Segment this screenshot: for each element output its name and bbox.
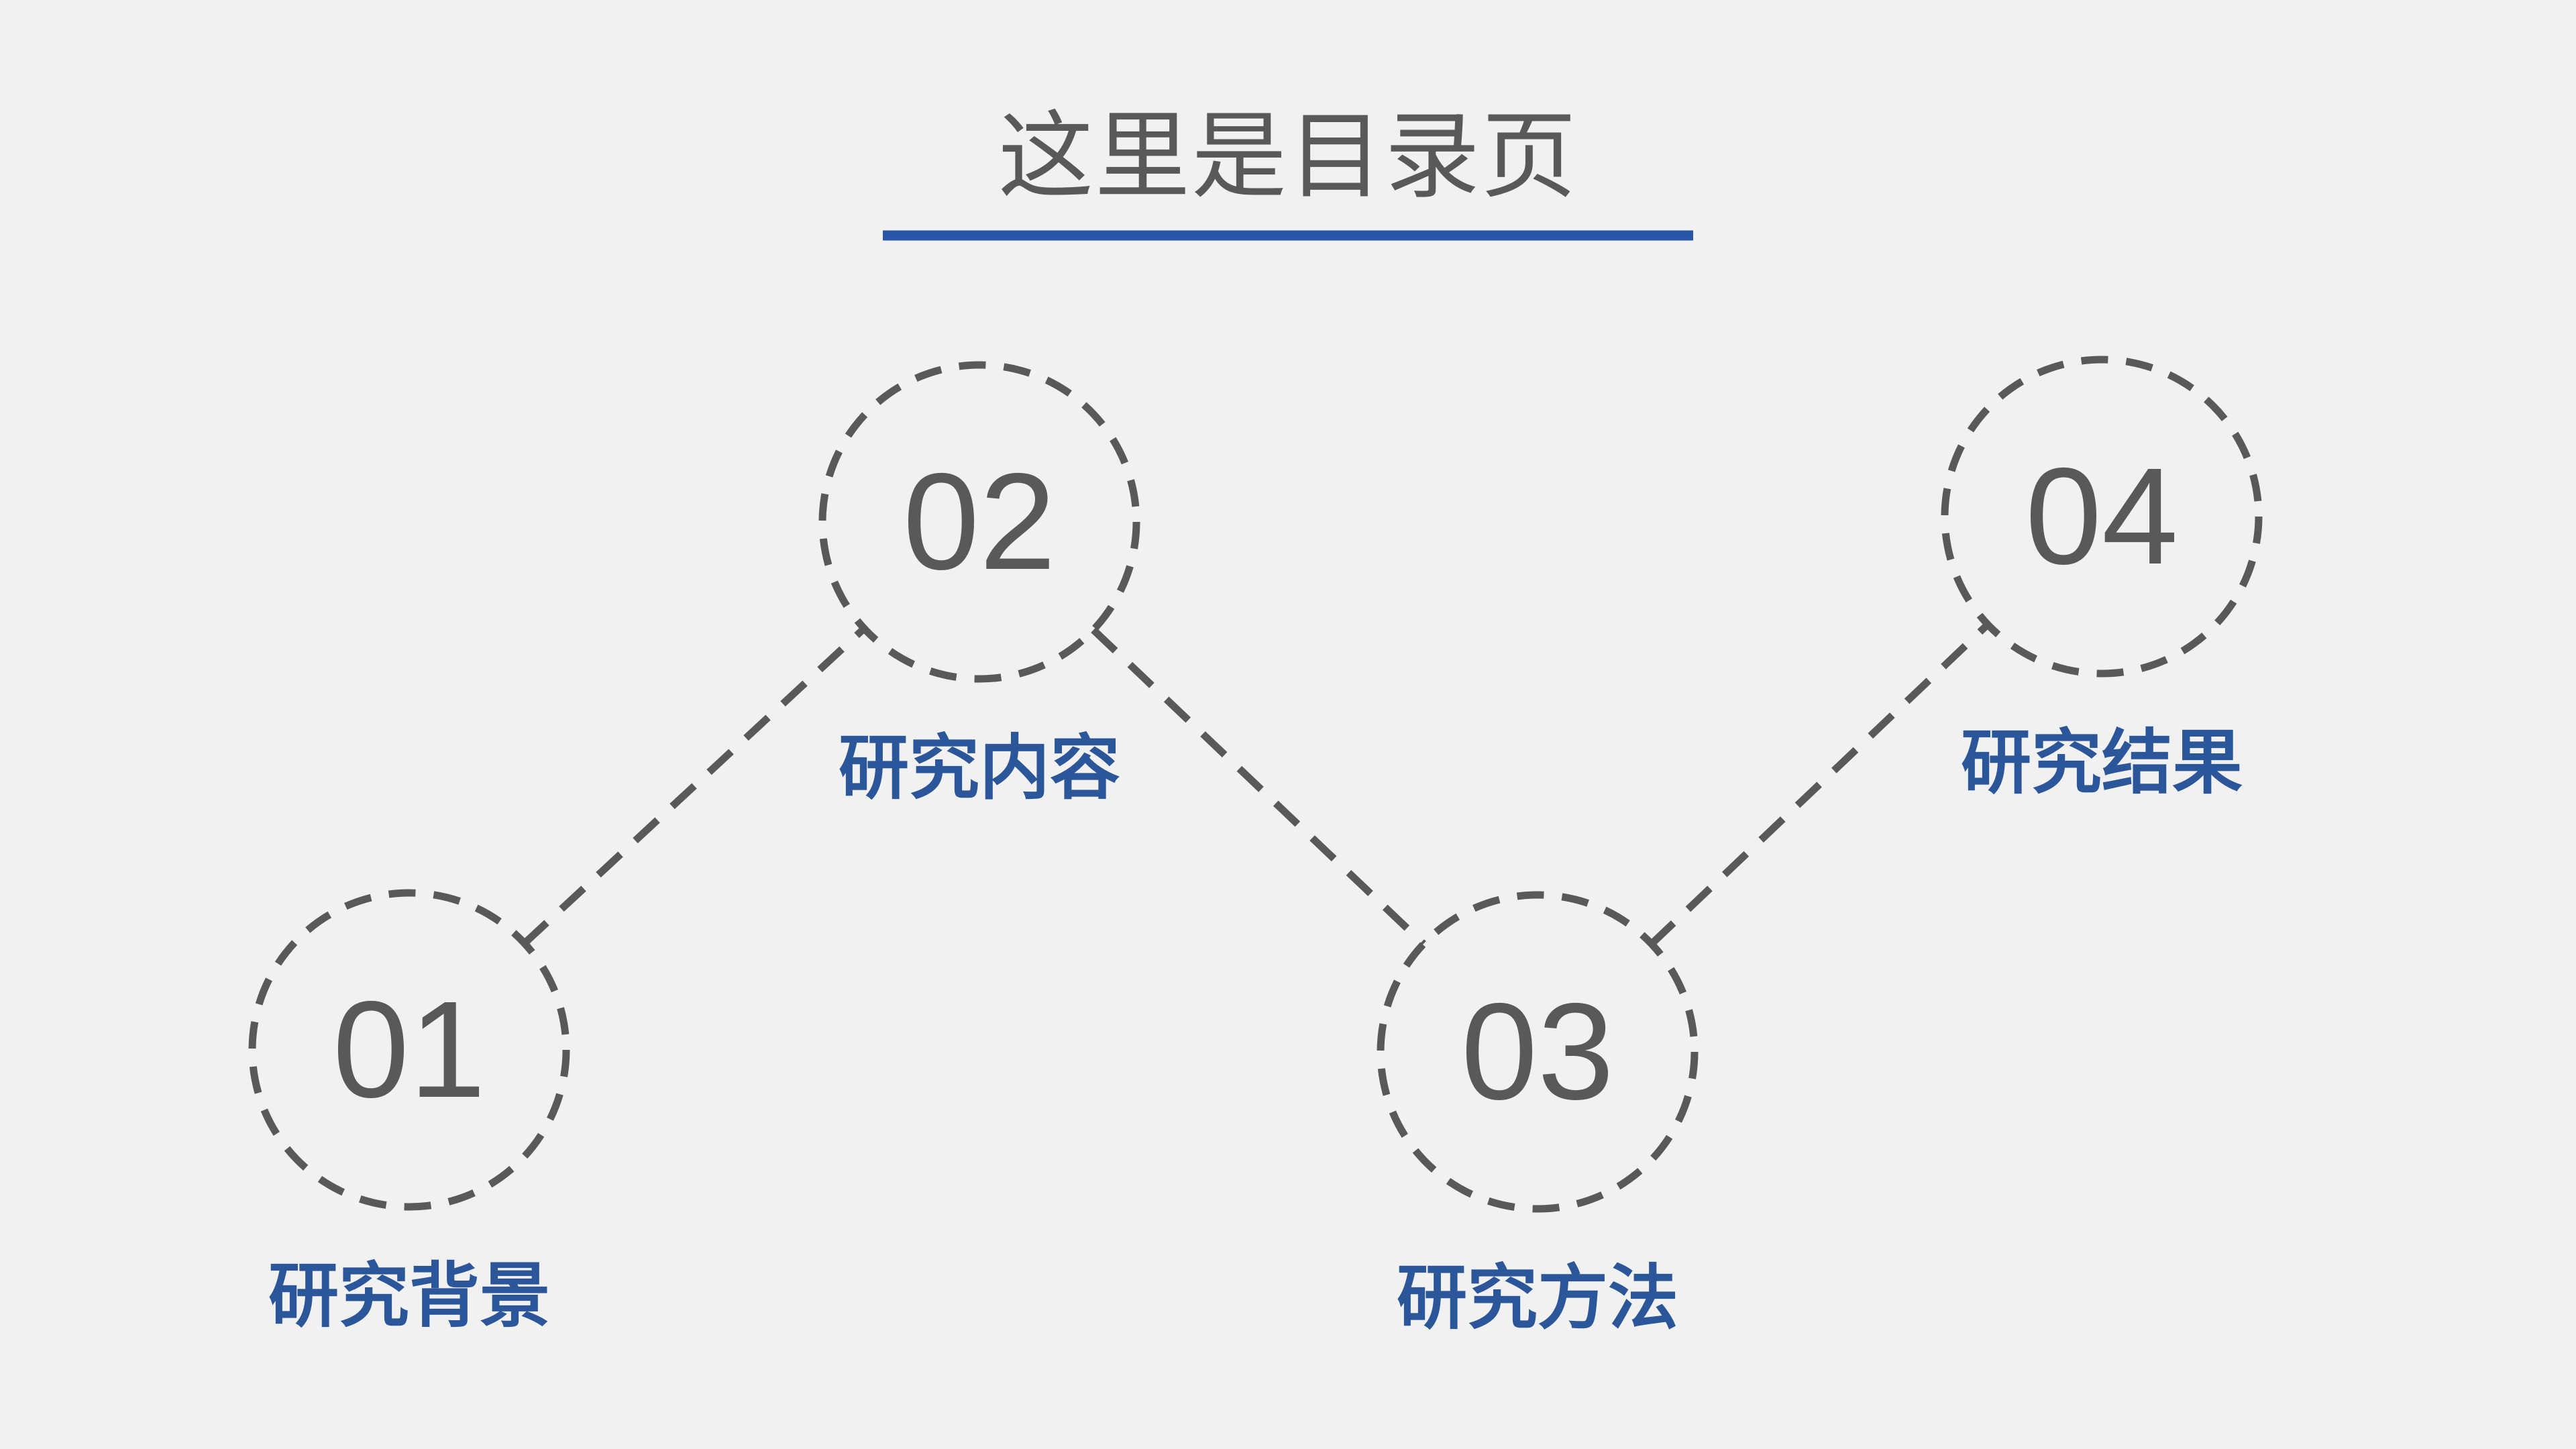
- toc-item-03[interactable]: 03 研究方法: [1381, 895, 1695, 1338]
- toc-item-02[interactable]: 02 研究内容: [822, 365, 1136, 808]
- toc-item-number: 02: [902, 445, 1057, 598]
- connector-line-03-04: [1649, 622, 1990, 947]
- connector-line-01-02: [522, 625, 867, 947]
- toc-item-number: 03: [1460, 975, 1615, 1128]
- connector-line-02-03: [1091, 627, 1426, 947]
- toc-item-label: 研究结果: [1960, 724, 2243, 802]
- toc-item-number: 01: [332, 973, 486, 1126]
- toc-item-number: 04: [2025, 439, 2179, 593]
- toc-item-04[interactable]: 04 研究结果: [1945, 360, 2259, 802]
- toc-circle-02-outline: [818, 361, 1140, 683]
- toc-item-label: 研究方法: [1396, 1259, 1679, 1338]
- toc-circle-03-outline: [1377, 891, 1699, 1213]
- toc-circle-04-outline: [1941, 356, 2263, 678]
- toc-item-01[interactable]: 01 研究背景: [252, 893, 566, 1336]
- toc-circle-01-outline: [248, 889, 570, 1211]
- toc-item-label: 研究内容: [838, 729, 1121, 808]
- page-title: 这里是目录页: [998, 103, 1578, 210]
- toc-item-label: 研究背景: [268, 1257, 551, 1336]
- title-underline: [883, 230, 1693, 241]
